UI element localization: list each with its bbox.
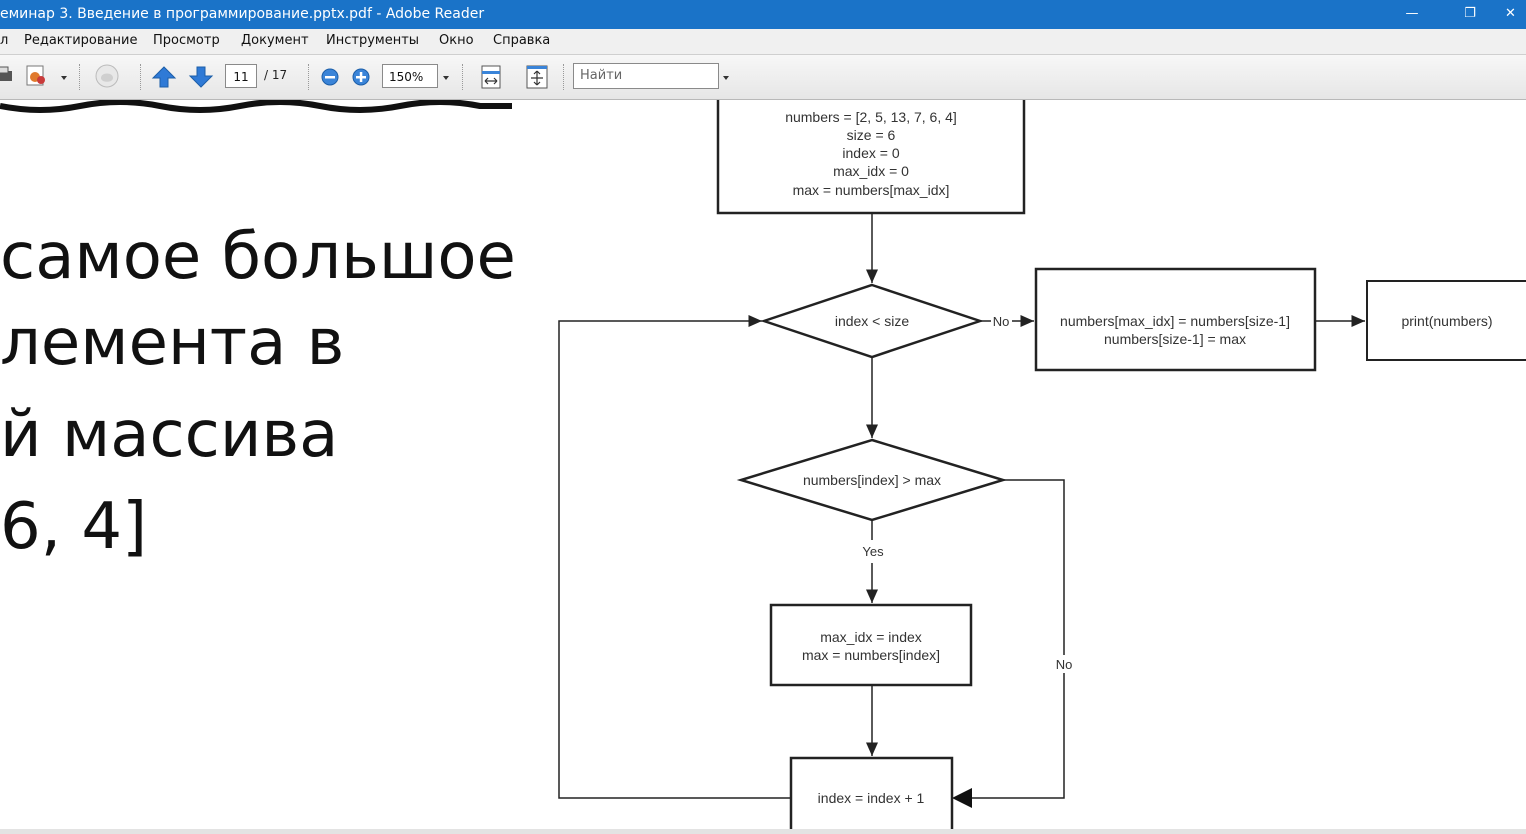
increment-label: index = index + 1 [818, 790, 925, 806]
init-line: index = 0 [842, 145, 899, 161]
zoom-in-icon[interactable] [351, 67, 371, 87]
slide-heading-fragment [0, 100, 512, 113]
no-label: No [1056, 657, 1073, 672]
page-total: / 17 [264, 68, 288, 82]
find-input[interactable]: Найти [573, 63, 719, 89]
init-box [716, 100, 1026, 215]
flow-arrow [958, 479, 1065, 799]
flowchart: numbers = [2, 5, 13, 7, 6, 4] size = 6 i… [558, 100, 1526, 829]
print-label: print(numbers) [1401, 313, 1492, 329]
arrowhead [952, 788, 972, 808]
zoom-out-icon[interactable] [320, 67, 340, 87]
close-button[interactable]: ✕ [1505, 6, 1516, 21]
toolbar: 11 / 17 150% Найти [0, 55, 1526, 100]
init-line: size = 6 [847, 127, 896, 143]
condition-label: numbers[index] > max [803, 472, 941, 488]
toolbar-separator [140, 64, 143, 90]
update-line: max_idx = index [820, 629, 922, 645]
print-box [1366, 280, 1526, 361]
update-box [769, 603, 973, 687]
menu-bar: л Редактирование Просмотр Документ Инстр… [0, 29, 1526, 55]
menu-help[interactable]: Справка [493, 33, 551, 48]
init-line: max_idx = 0 [833, 163, 909, 179]
zoom-dropdown-icon[interactable] [443, 76, 449, 80]
swap-line: numbers[size-1] = max [1104, 331, 1246, 347]
menu-window[interactable]: Окно [439, 33, 474, 48]
toolbar-separator [79, 64, 82, 90]
minimize-button[interactable]: — [1405, 6, 1419, 21]
menu-edit[interactable]: Редактирование [24, 33, 138, 48]
restore-button[interactable]: ❐ [1464, 6, 1476, 21]
swap-line: numbers[max_idx] = numbers[size-1] [1060, 313, 1290, 329]
title-bar: еминар 3. Введение в программирование.pp… [0, 0, 1526, 29]
menu-document[interactable]: Документ [241, 33, 309, 48]
hand-tool-icon[interactable] [90, 63, 124, 89]
condition-label: index < size [835, 313, 910, 329]
toolbar-separator [563, 64, 566, 90]
slide-text-line: самое большое [0, 220, 516, 294]
window-title: еминар 3. Введение в программирование.pp… [0, 6, 485, 22]
menu-file[interactable]: л [0, 33, 9, 48]
next-page-icon[interactable] [188, 65, 214, 89]
slide-text-line: лемента в [0, 306, 345, 380]
zoom-level-input[interactable]: 150% [382, 64, 438, 88]
increment-box [789, 756, 954, 829]
horizontal-scrollbar[interactable] [0, 829, 1526, 834]
yes-label: Yes [862, 544, 884, 559]
toolbar-separator [462, 64, 465, 90]
no-label: No [993, 314, 1010, 329]
document-view: самое большое лемента в й массива 6, 4] … [0, 100, 1526, 829]
page-number-input[interactable]: 11 [225, 64, 257, 88]
find-dropdown-icon[interactable] [723, 76, 729, 80]
menu-view[interactable]: Просмотр [153, 33, 220, 48]
fit-page-icon[interactable] [525, 64, 549, 90]
slide-text-line: 6, 4] [0, 490, 148, 564]
flow-arrow [558, 315, 791, 799]
previous-page-icon[interactable] [151, 65, 177, 89]
slide-text-line: й массива [0, 398, 339, 472]
toolbar-separator [308, 64, 311, 90]
fit-width-icon[interactable] [480, 64, 502, 90]
print-icon[interactable] [0, 65, 14, 87]
menu-tools[interactable]: Инструменты [326, 33, 420, 48]
collaborate-icon[interactable] [24, 64, 58, 88]
swap-box [1034, 267, 1317, 372]
init-line: max = numbers[max_idx] [793, 182, 950, 198]
update-line: max = numbers[index] [802, 647, 940, 663]
collaborate-dropdown-icon[interactable] [61, 76, 67, 80]
init-line: numbers = [2, 5, 13, 7, 6, 4] [785, 109, 957, 125]
